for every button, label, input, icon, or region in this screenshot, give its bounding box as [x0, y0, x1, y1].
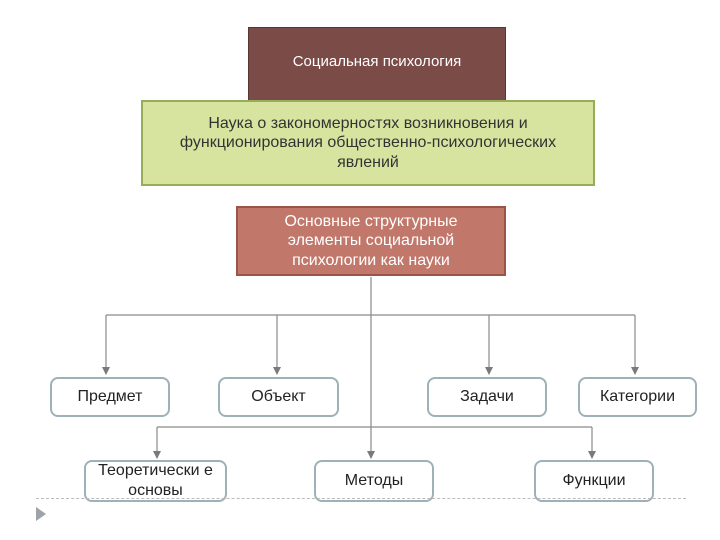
structure-heading-text: Основные структурные элементы социальной…	[284, 212, 458, 269]
node-funkcii-label: Функции	[562, 472, 626, 490]
node-predmet-label: Предмет	[77, 388, 143, 406]
node-zadachi-label: Задачи	[460, 388, 514, 406]
node-funkcii: Функции	[534, 460, 654, 502]
node-metody: Методы	[314, 460, 434, 502]
structure-heading-box: Основные структурные элементы социальной…	[236, 206, 506, 276]
definition-text: Наука о закономерностях возникновения и …	[179, 114, 557, 171]
definition-box: Наука о закономерностях возникновения и …	[141, 100, 595, 186]
divider-line	[36, 498, 686, 499]
node-metody-label: Методы	[344, 472, 404, 490]
node-obekt: Объект	[218, 377, 339, 417]
node-zadachi: Задачи	[427, 377, 547, 417]
node-obekt-label: Объект	[251, 388, 306, 406]
title-box: Социальная психология	[248, 27, 506, 103]
play-arrow-icon[interactable]	[36, 507, 46, 521]
node-teoreticheskie-osnovy: Теоретически е основы	[84, 460, 227, 502]
node-kategorii-label: Категории	[599, 388, 676, 406]
node-kategorii: Категории	[578, 377, 697, 417]
node-teoreticheskie-osnovy-label: Теоретически е основы	[98, 462, 213, 499]
title-text: Социальная психология	[292, 52, 462, 70]
node-predmet: Предмет	[50, 377, 170, 417]
